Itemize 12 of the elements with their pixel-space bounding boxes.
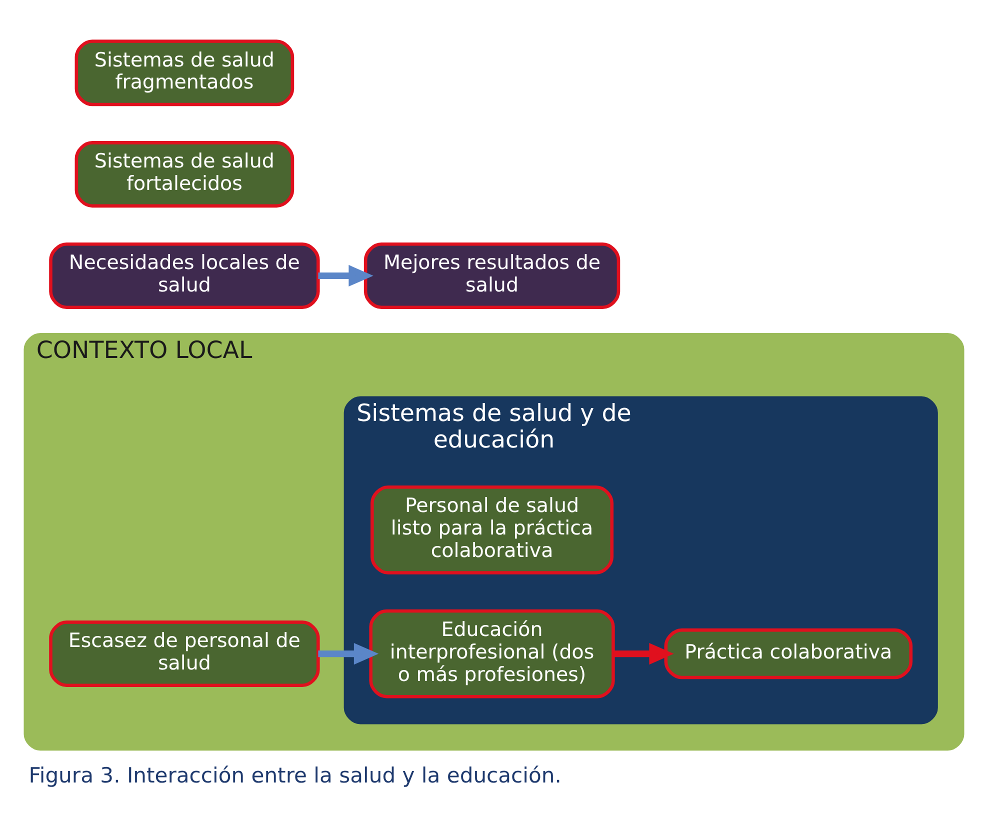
- node-box: Educación interprofesional (dos o más profesiones): [369, 609, 615, 698]
- caption: Figura 3. Interacción entre la salud y la educación.: [28, 762, 562, 788]
- node-box: Escasez de personal de salud: [49, 620, 320, 688]
- arrow: [318, 264, 374, 287]
- node-box: Necesidades locales de salud: [49, 242, 320, 309]
- node-box: Sistemas de salud fortalecidos: [74, 141, 294, 208]
- node-box: Personal de salud listo para la práctica colaborativa: [370, 486, 614, 574]
- arrow: [318, 642, 379, 665]
- arrow: [613, 642, 674, 665]
- node-box: Práctica colaborativa: [664, 628, 913, 680]
- node-box: Mejores resultados de salud: [364, 242, 620, 309]
- node-box: Sistemas de salud fragmentados: [74, 40, 294, 106]
